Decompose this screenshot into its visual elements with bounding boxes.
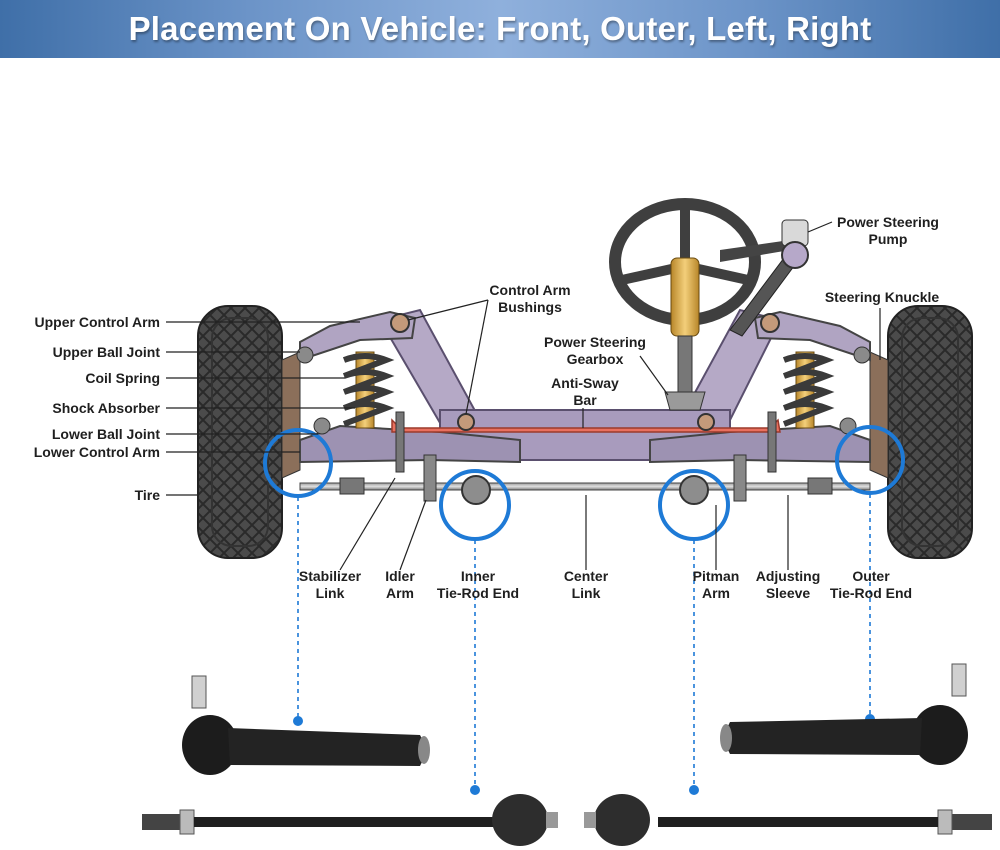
highlight-right-inner-tie-rod [658,469,730,541]
left-frame-bushing [457,413,475,431]
right-upper-ball-joint [853,346,871,364]
left-steering-knuckle [281,351,301,479]
label-shock-absorber: Shock Absorber [52,400,160,416]
left-stabilizer-link [395,411,405,473]
label-power-steering-pump: Power Steering Pump [837,214,939,247]
label-outer-tie-rod-end: Outer Tie-Rod End [829,568,913,601]
label-idler-arm: Idler Arm [385,568,415,601]
label-leaders [166,221,881,571]
label-steering-knuckle: Steering Knuckle [824,289,940,305]
leader-dot-1 [293,716,303,726]
label-inner-tie-rod-end: Inner Tie-Rod End [436,568,520,601]
label-lower-ball-joint: Lower Ball Joint [51,426,160,442]
right-stabilizer-link [767,411,777,473]
left-coil-spring [342,351,395,429]
label-upper-ball-joint: Upper Ball Joint [52,344,160,360]
right-steering-knuckle [869,351,889,479]
label-stabilizer-link: Stabilizer Link [298,568,362,601]
left-lower-ball-joint [313,417,331,435]
label-tire: Tire [134,487,160,503]
leader-dot-2 [470,785,480,795]
highlight-left-inner-tie-rod [439,469,511,541]
right-coil-spring [782,351,835,429]
highlight-right-outer-tie-rod [835,425,905,495]
left-upper-ball-joint [296,346,314,364]
label-pitman-arm: Pitman Arm [692,568,740,601]
inner-tie-rod-left-product [142,794,558,846]
left-control-arm-bushing [390,313,410,333]
label-control-arm-bushings: Control Arm Bushings [489,282,571,315]
label-center-link: Center Link [563,568,609,601]
right-tire [887,305,973,559]
steering-wheel [609,198,761,411]
label-lower-control-arm: Lower Control Arm [33,444,160,460]
outer-tie-rod-end-left-product [182,675,430,775]
inner-tie-rod-right-product [584,794,992,846]
label-coil-spring: Coil Spring [85,370,160,386]
left-tire [197,305,283,559]
power-steering-pump [720,219,809,337]
banner-title: Placement On Vehicle: Front, Outer, Left… [128,10,872,47]
title-banner: Placement On Vehicle: Front, Outer, Left… [0,0,1000,58]
right-frame-bushing [697,413,715,431]
label-adjusting-sleeve: Adjusting Sleeve [755,568,821,601]
right-control-arm-bushing [760,313,780,333]
outer-tie-rod-end-right-product [720,663,968,765]
label-power-steering-gearbox: Power Steering Gearbox [544,334,646,367]
leader-dot-3 [689,785,699,795]
highlight-left-outer-tie-rod [263,428,333,498]
steering-linkage [299,454,871,505]
label-upper-control-arm: Upper Control Arm [34,314,160,330]
label-anti-sway-bar: Anti-Sway Bar [551,375,619,408]
dashed-leaders [297,494,871,787]
